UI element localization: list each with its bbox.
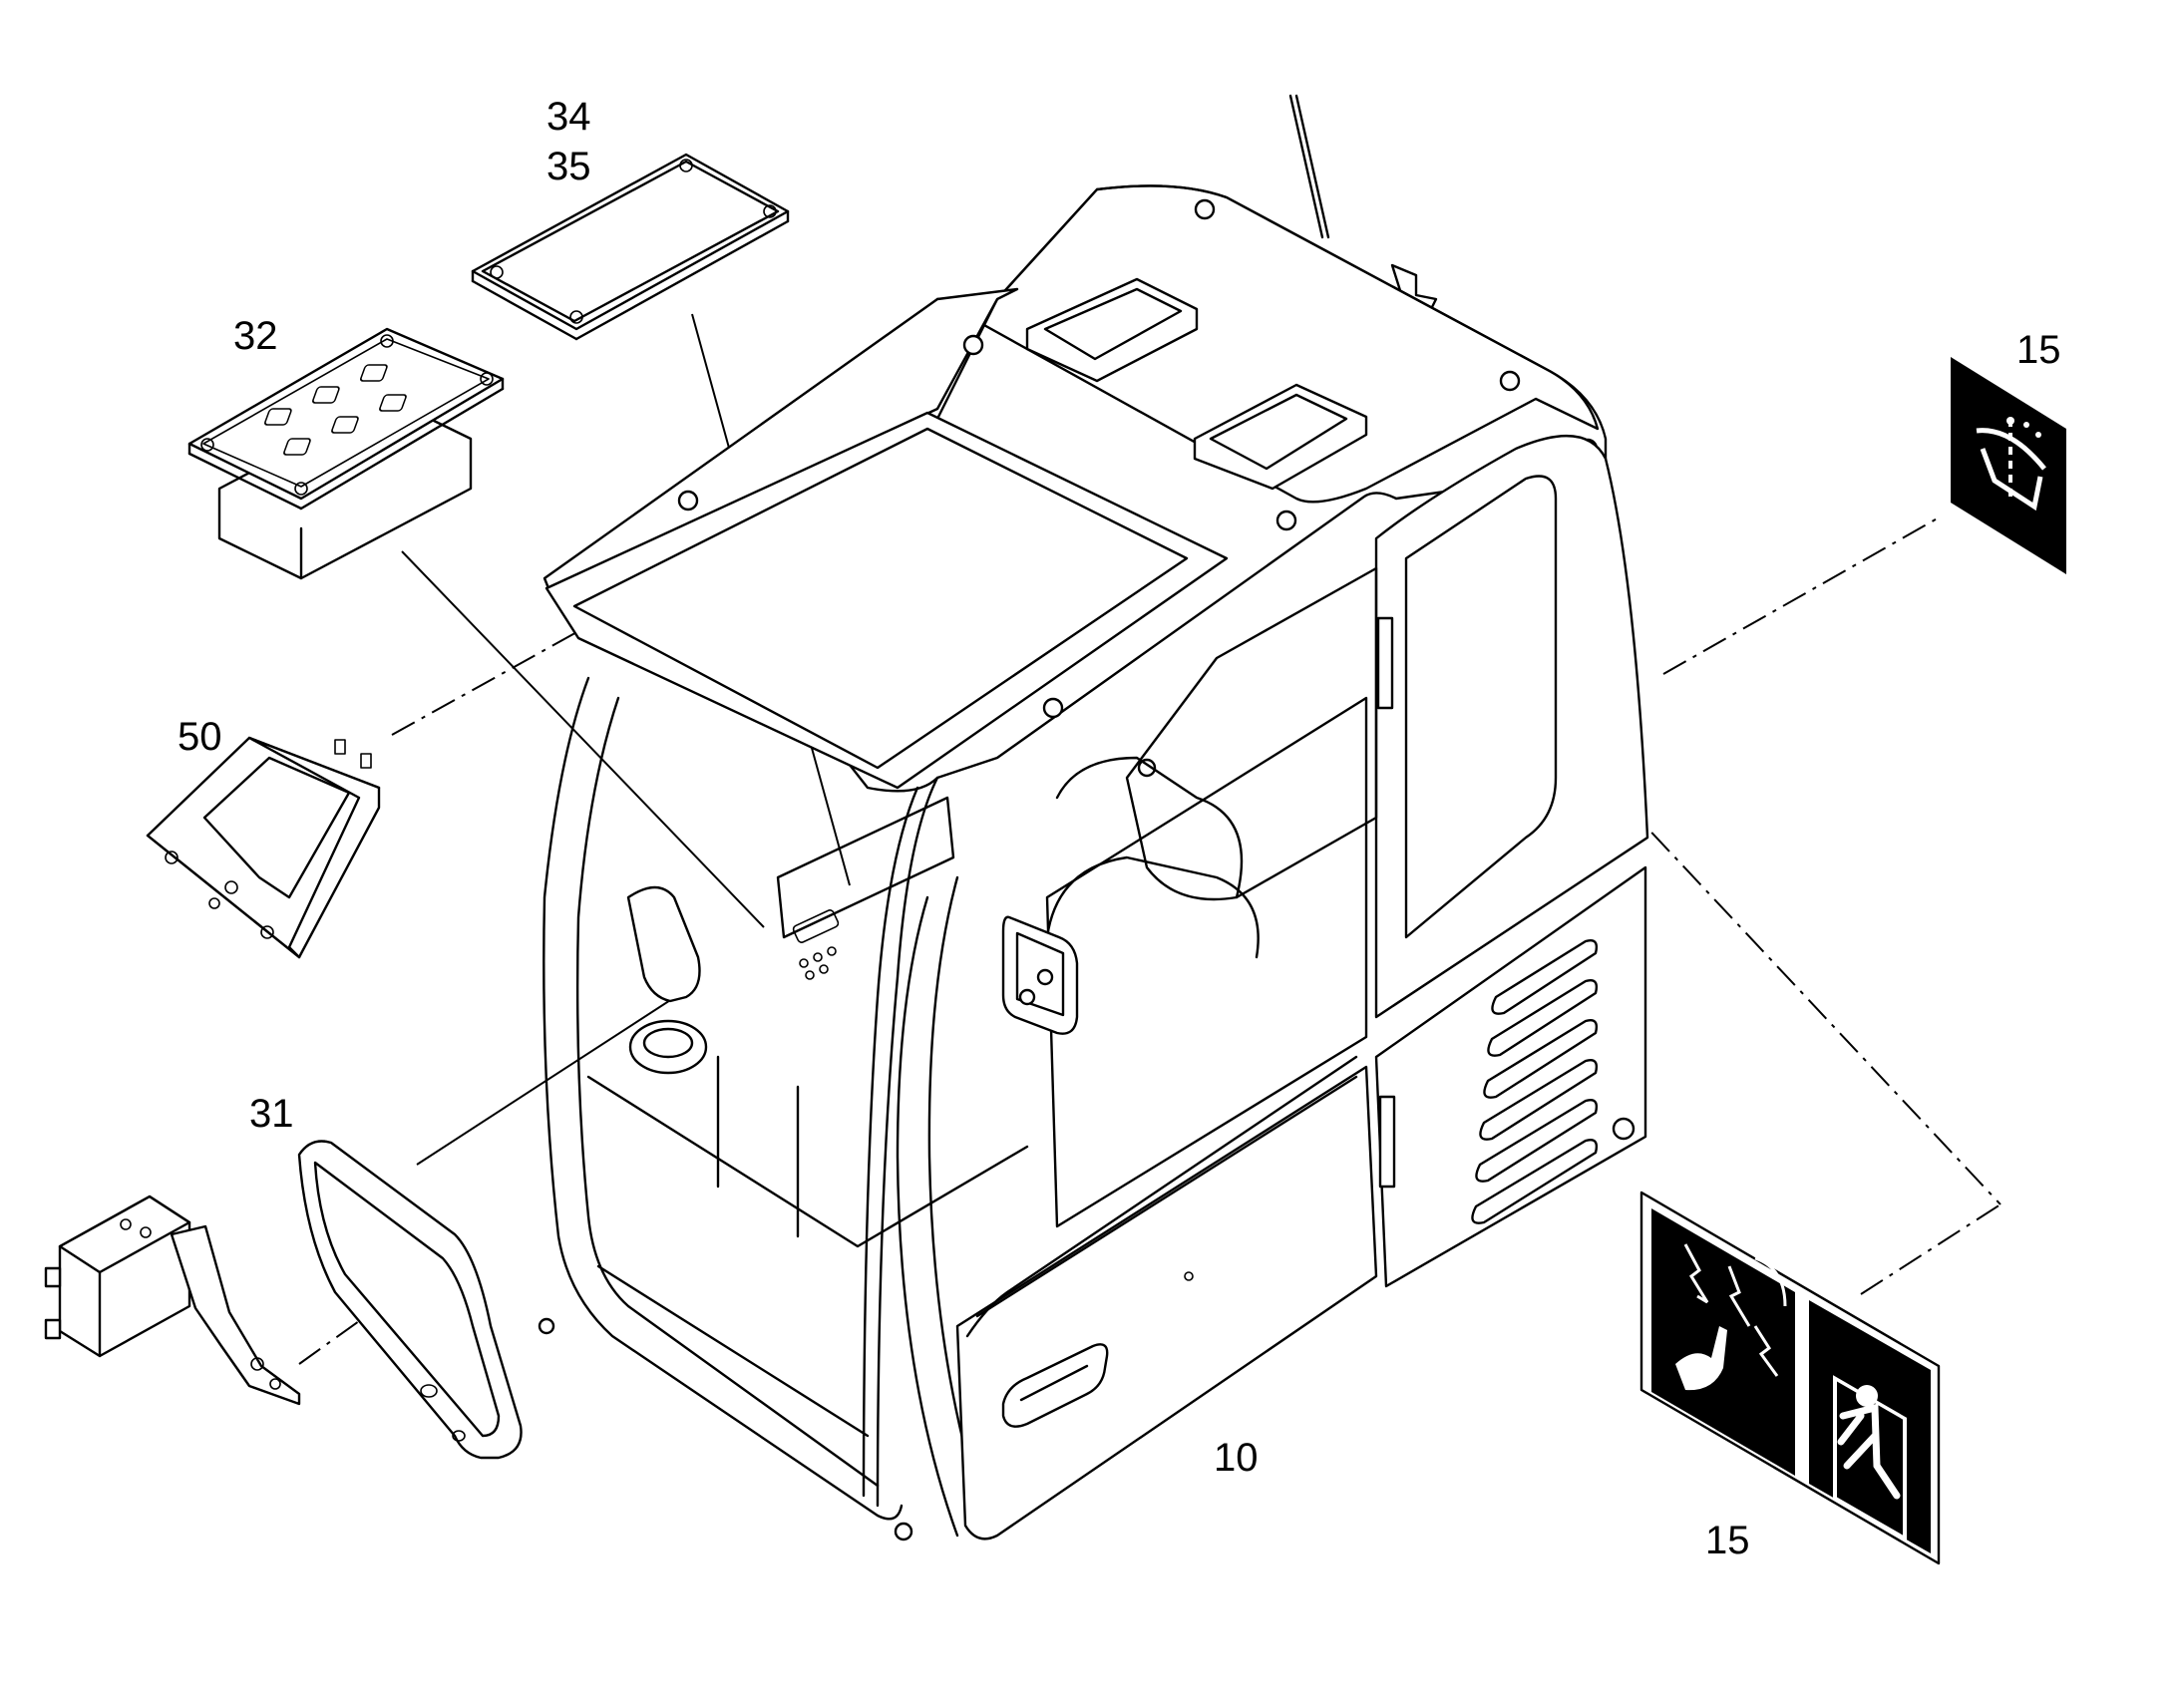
wiper-washer-icon: [1976, 417, 2046, 512]
holder: [146, 736, 381, 959]
mirror: [297, 1140, 523, 1460]
callout-35: 35: [546, 145, 591, 188]
cover-plate: [471, 153, 790, 341]
callout-15-top: 15: [2016, 328, 2061, 372]
emergency-exit-icon: [1833, 1375, 1907, 1541]
electric-shock-hazard-icon: [1675, 1243, 1787, 1391]
callout-32: 32: [233, 314, 278, 358]
decal-wiper: [1951, 357, 2066, 574]
callout-15-bottom: 15: [1705, 1519, 1750, 1562]
cab: [538, 94, 1649, 1541]
rear-grille: [1471, 939, 1599, 1224]
switch-panel: [187, 327, 505, 580]
callout-50: 50: [178, 715, 222, 759]
callout-31: 31: [249, 1092, 294, 1136]
callout-10: 10: [1214, 1436, 1259, 1480]
switch-buttons: [263, 364, 407, 456]
callout-34: 34: [546, 95, 591, 139]
mirror-bracket: [44, 1195, 301, 1406]
decal-pair: [1639, 1191, 1941, 1565]
